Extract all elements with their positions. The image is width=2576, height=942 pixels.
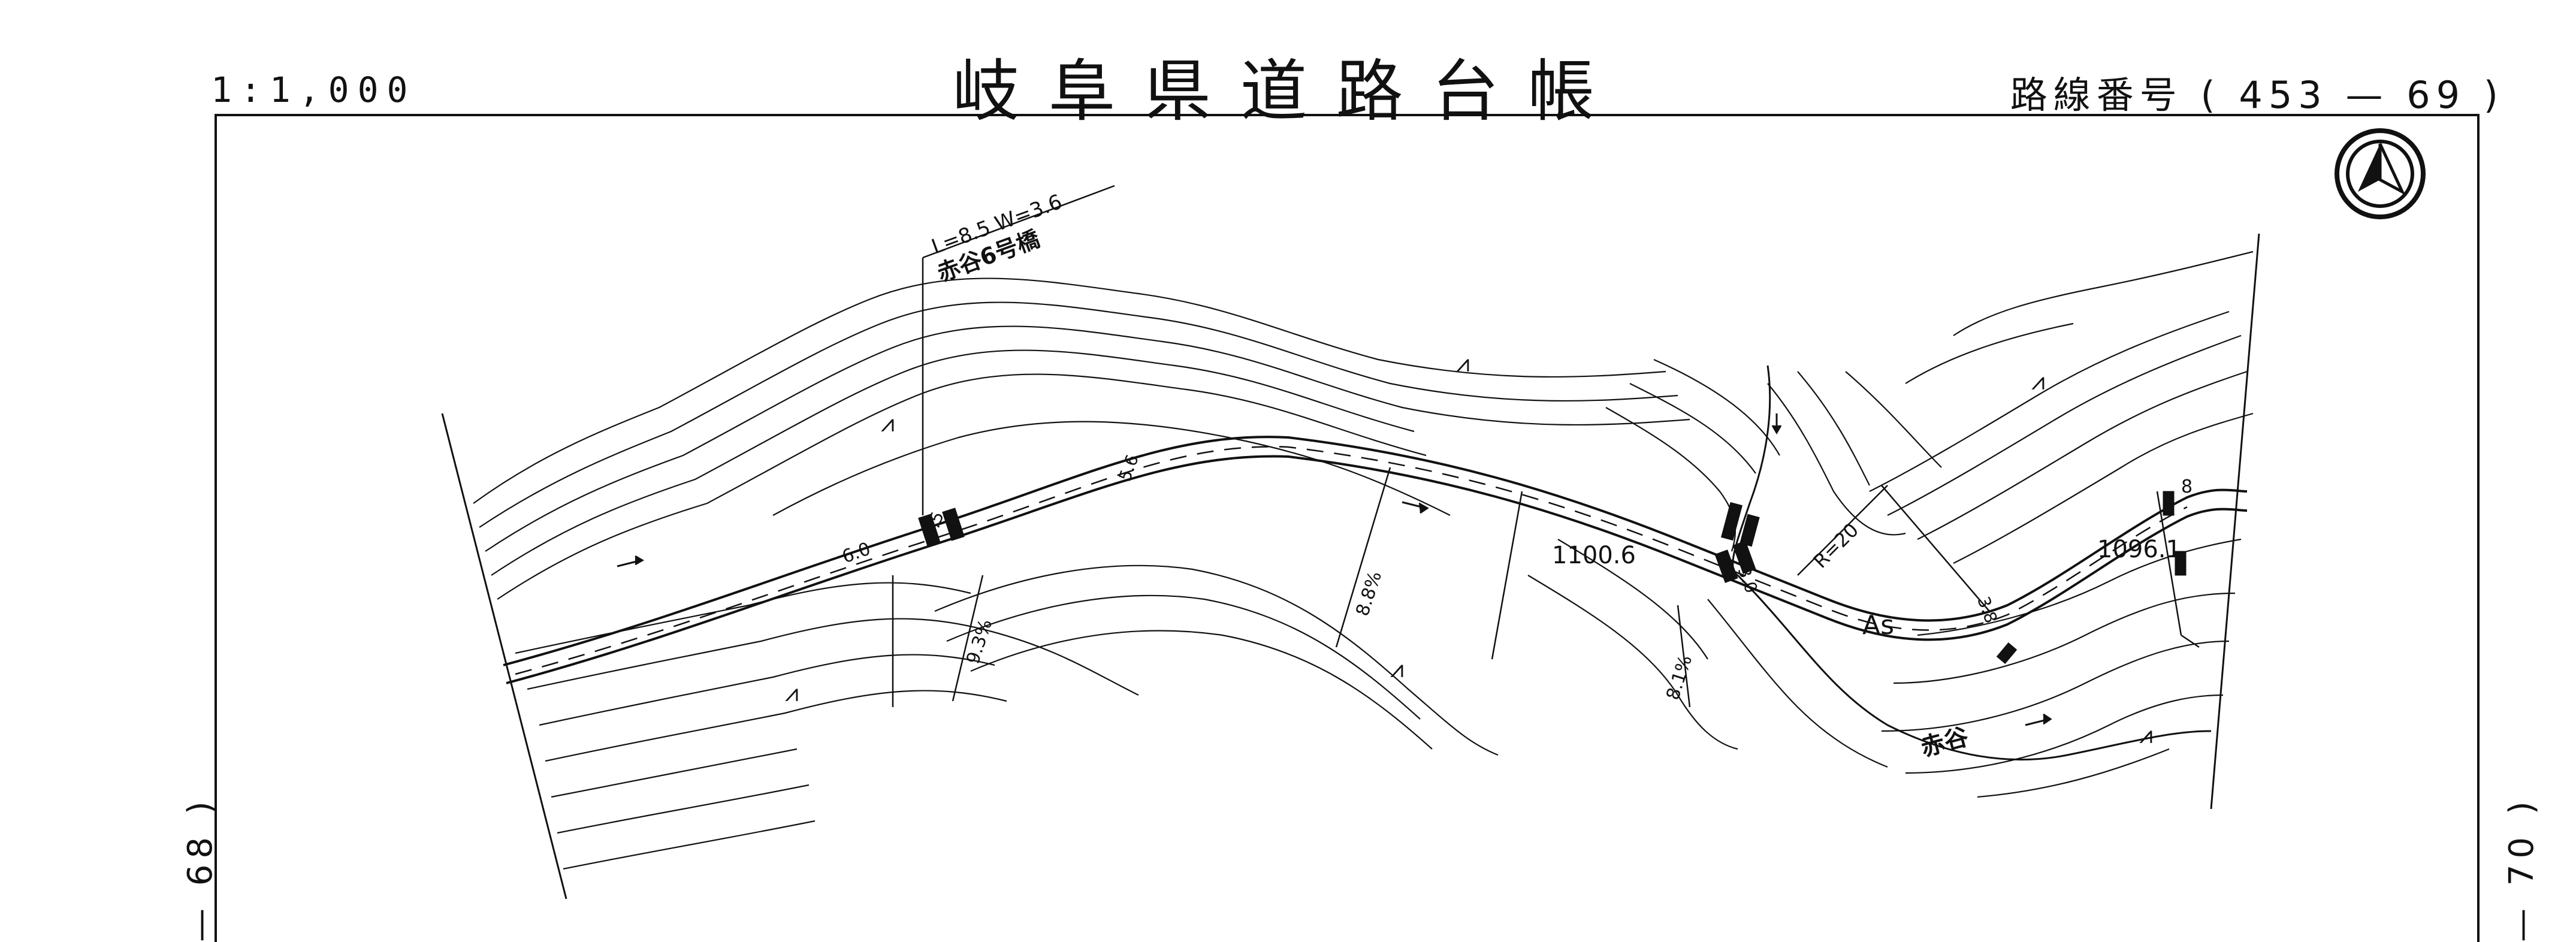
map-frame (215, 114, 2480, 942)
stream (1732, 365, 2212, 761)
contour-lines (473, 250, 2254, 870)
ledger-title: 岐阜県道路台帳 (952, 53, 1624, 131)
road-width-1: 6.0 (839, 538, 874, 567)
station-mark: 8 (2181, 476, 2193, 497)
road (503, 436, 2248, 684)
map-scale: 1:1,000 (211, 70, 416, 110)
surface-label: As (1862, 610, 1894, 641)
route-open: ( (2200, 73, 2221, 117)
forest-symbol-5: ⩘ (1390, 656, 1404, 683)
route-label: 路線番号 (2010, 73, 2183, 117)
forest-symbol-1: ⩘ (881, 410, 895, 437)
route-close: ) (2483, 73, 2504, 117)
route-dash: — (2345, 73, 2389, 117)
elevation-label-1: 1100.6 (1552, 542, 1636, 569)
forest-symbol-4: ⩘ (785, 680, 799, 707)
leader-lines (892, 185, 2200, 708)
section-boundaries (441, 233, 2260, 899)
grade-label-3: 8.1% (1662, 653, 1696, 702)
forest-symbol-3: ⩘ (2031, 368, 2045, 395)
curve-radius-label: R=20 (1809, 518, 1863, 572)
route-main: 453 (2239, 73, 2328, 117)
north-arrow-icon (2335, 128, 2426, 219)
bridge-marks (918, 491, 2187, 664)
forest-symbol-2: ⩘ (1456, 350, 1470, 378)
route-number: 路線番号 ( 453 — 69 ) (2010, 65, 2504, 119)
forest-symbol-6: ⩘ (2139, 721, 2153, 749)
elevation-label-2: 1096.1 (2097, 536, 2181, 563)
flow-arrows (617, 413, 2052, 726)
route-sheet: 69 (2406, 73, 2466, 117)
